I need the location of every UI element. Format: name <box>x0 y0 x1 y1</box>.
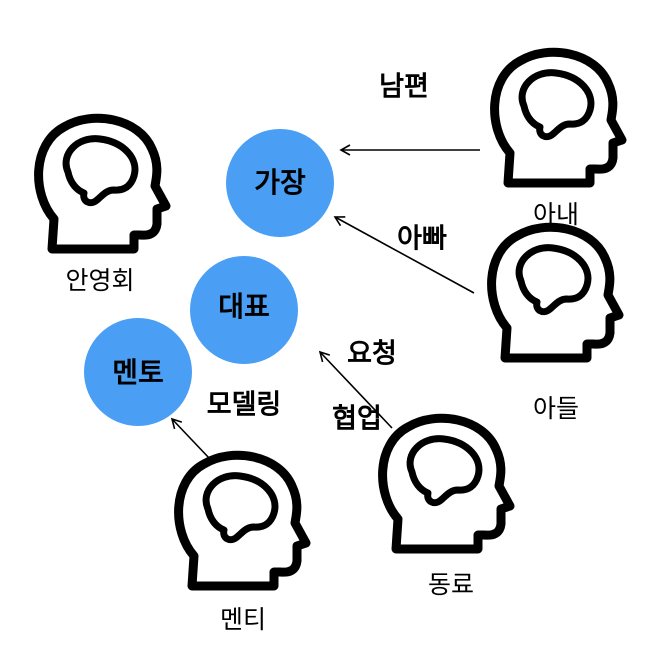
person-label-son: 아들 <box>533 394 579 423</box>
son-head-icon <box>492 227 619 358</box>
mentee-head-icon <box>179 455 306 586</box>
coworker-head-icon <box>383 418 510 549</box>
relation-label-request: 요청 <box>347 339 397 370</box>
person-label-wife: 아내 <box>533 200 579 229</box>
dad-arrow <box>333 216 475 294</box>
relation-label-modeling: 모델링 <box>207 390 282 421</box>
person-label-mentee: 멘티 <box>220 605 266 634</box>
role-circle-ceo <box>190 256 298 364</box>
relation-label-collaboration: 협업 <box>332 404 382 435</box>
request-arrow <box>318 350 393 429</box>
role-label-ceo: 대표 <box>218 290 270 323</box>
self-head-icon <box>39 118 166 249</box>
role-label-mentor: 멘토 <box>112 356 164 389</box>
role-label-head-of-household: 가장 <box>254 166 306 199</box>
role-circle-mentor <box>84 318 192 426</box>
person-label-self: 안영회 <box>65 266 134 295</box>
relation-label-dad: 아빠 <box>397 224 447 255</box>
modeling-arrow <box>170 417 211 460</box>
relation-label-husband: 남편 <box>379 72 429 103</box>
role-circle-head-of-household <box>226 129 334 237</box>
person-label-coworker: 동료 <box>428 570 474 599</box>
wife-head-icon <box>495 52 622 183</box>
